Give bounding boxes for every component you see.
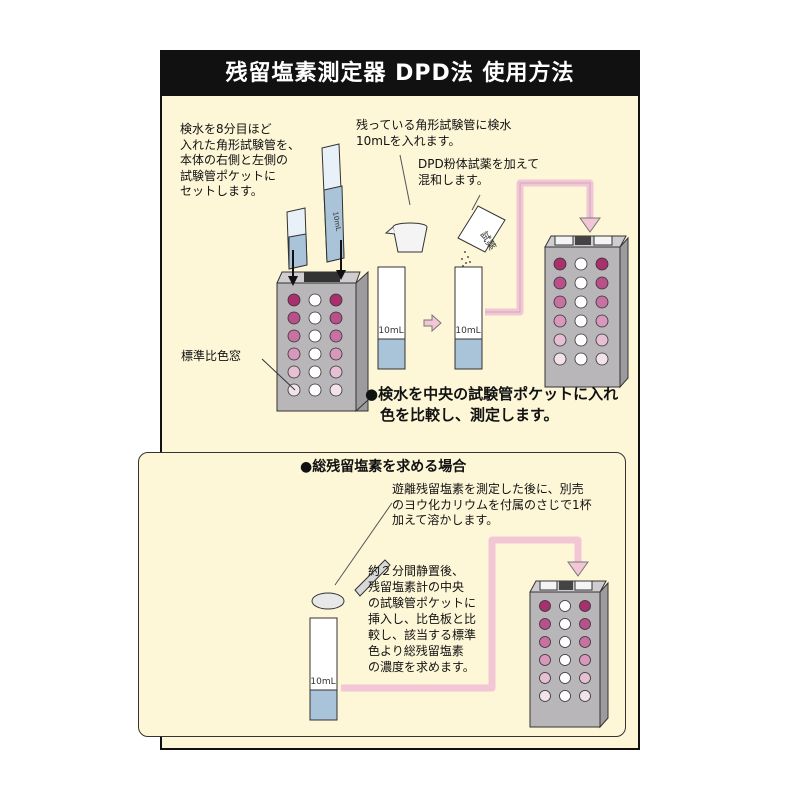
spoon-pointer	[334, 502, 393, 586]
standard-color-window-bottom	[539, 600, 591, 702]
step1-text: 検水を8分目ほど 入れた角形試験管を、 本体の右側と左側の 試験管ポケットに セ…	[180, 122, 301, 198]
color-standard-dot	[287, 365, 301, 379]
color-standard-dot	[287, 383, 301, 397]
step2-text: 残っている角形試験管に検水 10mLを入れます。	[356, 118, 512, 148]
color-standard-dot	[595, 333, 609, 347]
color-standard-dot	[539, 600, 551, 612]
step-arrow-small	[423, 313, 442, 333]
color-standard-dot	[539, 654, 551, 666]
reagent-packet: 試薬	[457, 205, 506, 253]
color-standard-dot	[574, 314, 588, 328]
color-standard-dot	[579, 618, 591, 630]
flow-arrow-bottom	[341, 536, 582, 692]
tube-10ml-total: 10mL	[309, 617, 338, 721]
color-standard-dot	[553, 314, 567, 328]
color-standard-dot	[553, 276, 567, 290]
color-standard-dot	[579, 654, 591, 666]
color-standard-dot	[308, 365, 322, 379]
color-standard-dot	[595, 314, 609, 328]
color-standard-dot	[559, 600, 571, 612]
color-standard-dot	[579, 600, 591, 612]
color-standard-dot	[329, 311, 343, 325]
measuring-cup	[384, 222, 428, 253]
color-standard-dot	[329, 347, 343, 361]
label-pointer	[261, 358, 296, 391]
page-title: 残留塩素測定器 DPD法 使用方法	[162, 52, 638, 96]
color-standard-dot	[539, 690, 551, 702]
color-standard-dot	[539, 618, 551, 630]
color-standard-dot	[595, 295, 609, 309]
color-standard-dot	[553, 333, 567, 347]
color-standard-dot	[579, 636, 591, 648]
color-standard-dot	[559, 618, 571, 630]
color-standard-dot	[574, 333, 588, 347]
svg-text:10mL: 10mL	[455, 326, 480, 336]
color-standard-dot	[308, 383, 322, 397]
total-step1-text: 遊離残留塩素を測定した後に、別売 のヨウ化カリウムを付属のさじで1杯 加えて溶か…	[392, 482, 592, 527]
color-standard-dot	[329, 293, 343, 307]
color-standard-dot	[559, 672, 571, 684]
color-standard-dot	[595, 352, 609, 366]
color-standard-dot	[579, 690, 591, 702]
color-standard-dot	[574, 352, 588, 366]
color-standard-dot	[539, 636, 551, 648]
step3-text: DPD粉体試薬を加えて 混和します。	[418, 157, 540, 187]
color-standard-dot	[553, 352, 567, 366]
tube-scale-label: 10mL	[378, 326, 403, 336]
color-standard-dot	[329, 383, 343, 397]
tube-left-tilted	[286, 207, 308, 270]
tube-10ml-with-reagent: 10mL	[454, 266, 483, 370]
standard-color-window-left	[287, 293, 343, 397]
svg-text:10mL: 10mL	[331, 211, 342, 232]
flow-arrow-top	[485, 179, 594, 316]
insert-arrows	[288, 240, 346, 286]
tube-10ml-empty-reagent: 10mL	[377, 266, 406, 370]
flow-arrow-top-head	[579, 217, 601, 233]
color-standard-dot	[553, 295, 567, 309]
svg-text:10mL: 10mL	[310, 677, 335, 687]
color-standard-dot	[559, 636, 571, 648]
spoon	[311, 559, 391, 610]
standard-window-label: 標準比色窓	[181, 349, 242, 363]
color-standard-dot	[553, 257, 567, 271]
color-standard-dot	[287, 347, 301, 361]
color-standard-dot	[287, 293, 301, 307]
flow-arrow-bottom-head	[567, 561, 589, 577]
standard-color-window-right	[553, 257, 609, 366]
step4-text: ●検水を中央の試験管ポケットに入れ 色を比較し、測定します。	[365, 385, 619, 424]
color-standard-dot	[595, 276, 609, 290]
color-standard-dot	[308, 293, 322, 307]
color-standard-dot	[308, 311, 322, 325]
color-standard-dot	[579, 672, 591, 684]
color-standard-dot	[287, 311, 301, 325]
color-standard-dot	[559, 654, 571, 666]
total-step2-text: 約２分間静置後、 残留塩素計の中央 の試験管ポケットに 挿入し、比色板と比 較し…	[368, 564, 477, 674]
color-standard-dot	[595, 257, 609, 271]
color-standard-dot	[329, 365, 343, 379]
color-standard-dot	[329, 329, 343, 343]
color-standard-dot	[574, 276, 588, 290]
color-standard-dot	[287, 329, 301, 343]
color-standard-dot	[559, 690, 571, 702]
color-standard-dot	[574, 295, 588, 309]
color-standard-dot	[574, 257, 588, 271]
step2-pointer	[399, 154, 411, 206]
color-standard-dot	[308, 347, 322, 361]
powder-dots	[461, 251, 471, 267]
color-standard-dot	[539, 672, 551, 684]
step3-pointer	[471, 194, 481, 211]
tube-right-tilted: 10mL	[321, 143, 345, 263]
total-chlorine-title: ●総残留塩素を求める場合	[300, 459, 467, 475]
color-standard-dot	[308, 329, 322, 343]
